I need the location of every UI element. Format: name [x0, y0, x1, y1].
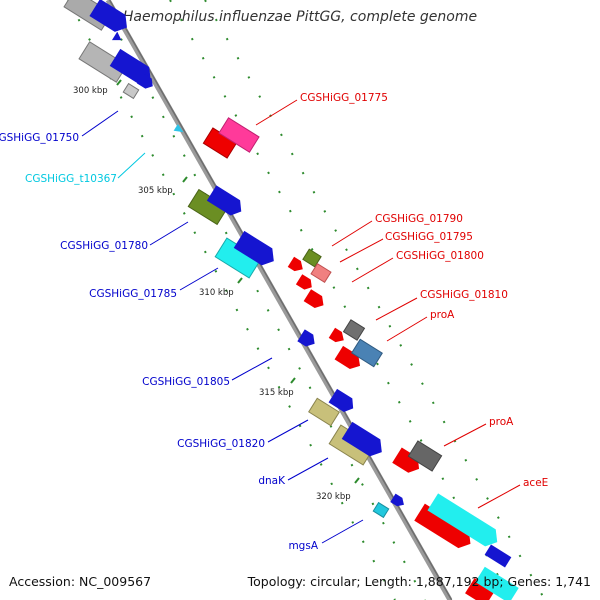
topology-text: Topology: circular; Length: 1,887,192 bp… [247, 574, 591, 589]
tick-marks [116, 79, 360, 484]
left-leader-lines [81, 110, 364, 544]
inner-gene-features [63, 0, 404, 519]
accession-text: Accession: NC_009567 [9, 574, 152, 589]
gene-label: proA [489, 416, 514, 428]
genome-backbone [105, 0, 453, 600]
gene-label: CGSHiGG_t10367 [25, 173, 117, 185]
gene-label: dnaK [258, 475, 286, 487]
gene-label: CGSHiGG_01780 [60, 240, 148, 252]
genome-title: Haemophilus influenzae PittGG, complete … [122, 9, 478, 25]
gene-label: CGSHiGG_01795 [385, 231, 473, 243]
tick-label: 300 kbp [73, 86, 108, 96]
right-leader-lines [255, 99, 521, 509]
outer-gene-features [202, 117, 519, 600]
gene-label: CGSHiGG_01820 [177, 438, 265, 450]
gene-label: CGSHiGG_01805 [142, 376, 230, 388]
gene-label: CGSHiGG_01790 [375, 213, 463, 225]
tick-label: 320 kbp [316, 492, 351, 502]
gene-label: CGSHiGG_01750 [0, 132, 79, 144]
gene-label: CGSHiGG_01775 [300, 92, 388, 104]
tick-label: 310 kbp [199, 288, 234, 298]
gene-label: CGSHiGG_01785 [89, 288, 177, 300]
gene-label: CGSHiGG_01810 [420, 289, 508, 301]
tick-label: 315 kbp [259, 388, 294, 398]
gene-label: proA [430, 309, 455, 321]
gene-label: CGSHiGG_01800 [396, 250, 484, 262]
gene-label: aceE [523, 477, 548, 489]
gene-label: mgsA [288, 540, 318, 552]
tick-label: 305 kbp [138, 186, 173, 196]
